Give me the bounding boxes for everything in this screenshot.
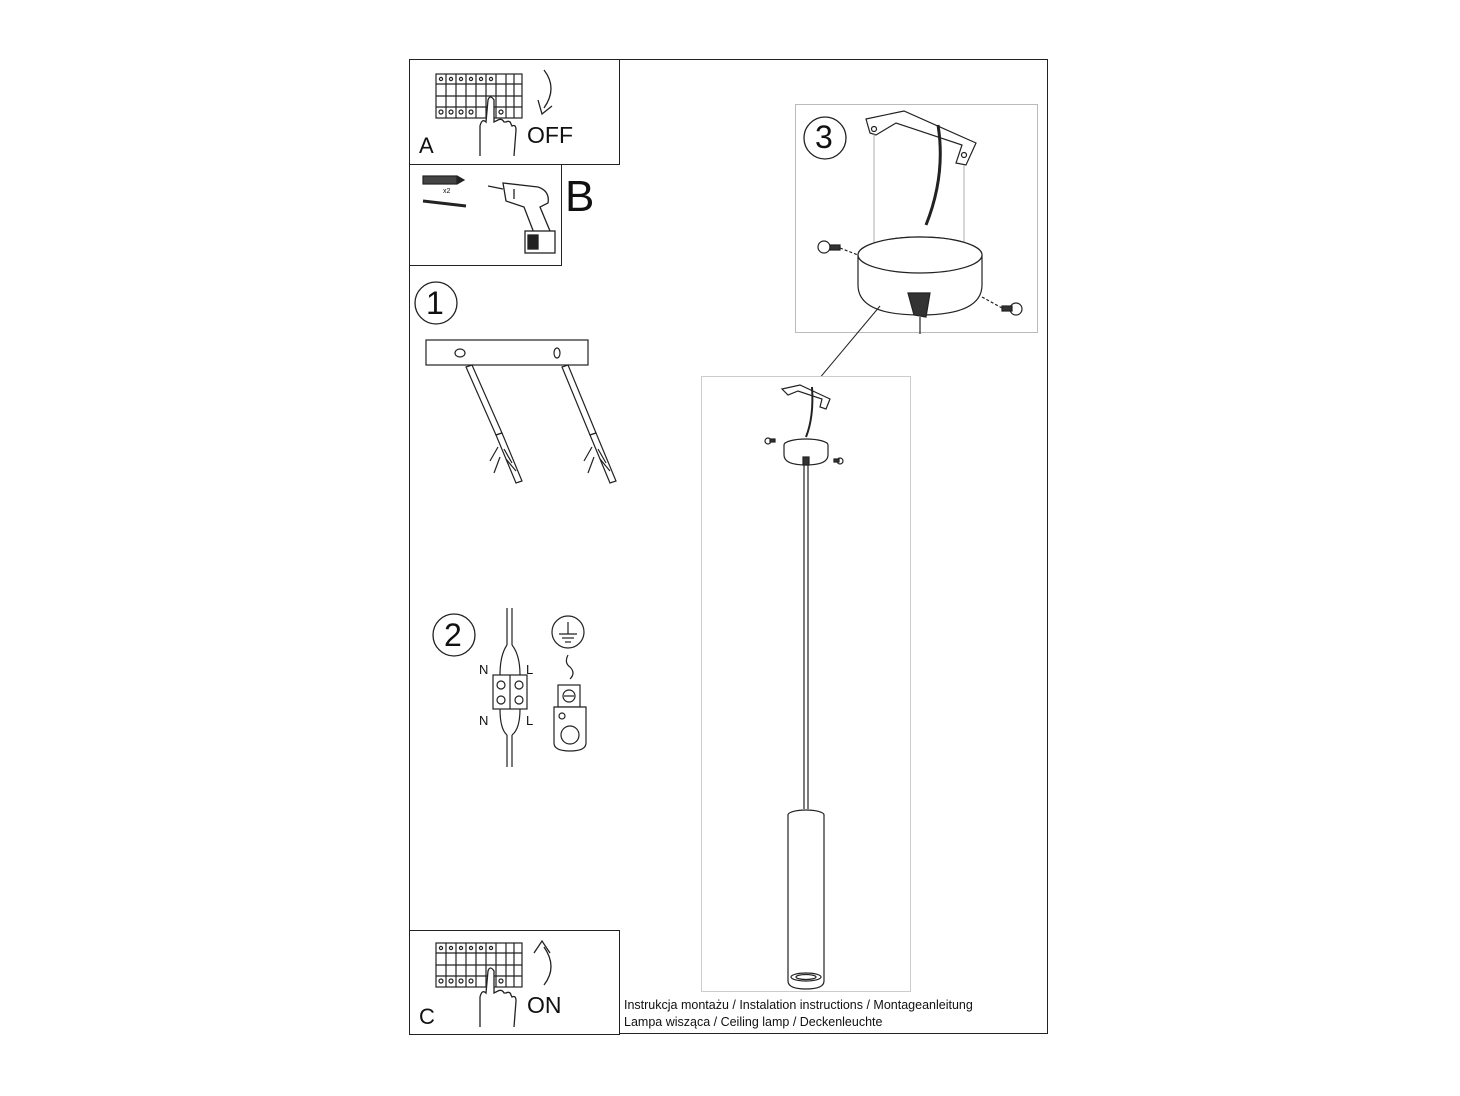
footer-line-2: Lampa wisząca / Ceiling lamp / Deckenleu… — [624, 1015, 883, 1029]
pendant-lamp-drawing — [764, 384, 844, 990]
earth-ground-icon — [551, 615, 587, 752]
footer-caption: Instrukcja montażu / Instalation instruc… — [624, 997, 973, 1031]
step-2-number: 2 — [444, 617, 462, 653]
plug-quantity: x2 — [443, 188, 451, 195]
step-3-number: 3 — [815, 119, 833, 155]
terminal-label-n-bottom: N — [479, 713, 489, 728]
breaker-panel-icon — [435, 73, 523, 119]
hand-icon — [479, 967, 517, 1028]
footer-line-1: Instrukcja montażu / Instalation instruc… — [624, 998, 973, 1012]
step-a-state: OFF — [527, 122, 573, 148]
terminal-block-icon — [492, 608, 528, 767]
step-a-letter: A — [419, 133, 434, 158]
terminal-label-l-bottom: L — [526, 713, 534, 728]
step-3-panel: 3 — [795, 104, 1038, 334]
step-c-state: ON — [527, 992, 562, 1018]
step-c-letter: C — [419, 1004, 435, 1029]
instruction-sheet — [409, 59, 1048, 1034]
step-1-number: 1 — [426, 285, 444, 321]
step-b-panel: x2 B — [409, 164, 594, 266]
lamp-overview-panel — [701, 376, 911, 992]
terminal-label-l-top: L — [526, 662, 534, 677]
screw-icon — [422, 199, 467, 208]
wall-plug-icon — [422, 175, 466, 185]
terminal-label-n-top: N — [479, 662, 489, 677]
breaker-panel-icon — [435, 942, 523, 988]
hand-icon — [479, 96, 517, 157]
step-1-mounting-diagram — [425, 339, 617, 484]
arrow-icon — [533, 939, 552, 986]
drill-icon — [487, 182, 556, 254]
arrow-icon — [537, 69, 553, 116]
step-b-letter: B — [565, 172, 595, 221]
step-1-number-circle — [414, 281, 458, 325]
ceiling-canopy-detail — [817, 110, 1023, 334]
step-2-number-circle — [432, 613, 476, 657]
step-3-number-circle — [803, 116, 847, 160]
step-c-panel: C ON — [409, 930, 620, 1035]
